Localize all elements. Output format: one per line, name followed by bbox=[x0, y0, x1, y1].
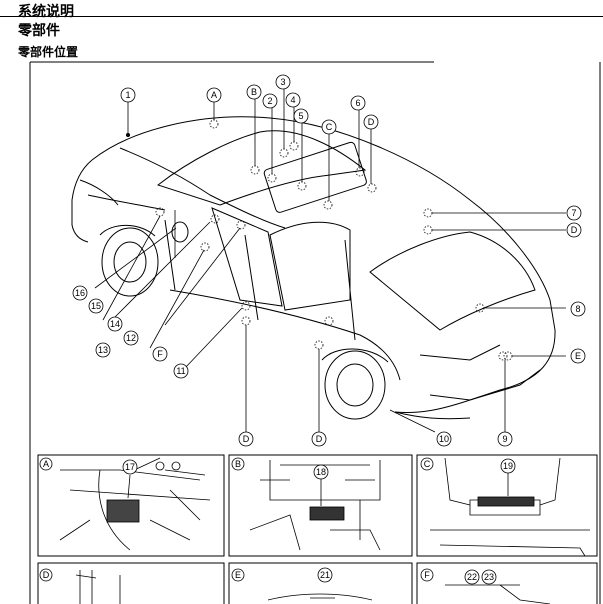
svg-text:D: D bbox=[316, 434, 323, 444]
svg-text:B: B bbox=[251, 87, 257, 97]
panel-tag-e: E bbox=[231, 568, 245, 582]
callout-4: 4 bbox=[285, 92, 301, 108]
svg-text:23: 23 bbox=[484, 572, 494, 582]
svg-text:12: 12 bbox=[126, 333, 136, 343]
callout-13: 13 bbox=[95, 342, 111, 358]
panel-tag-d: D bbox=[39, 568, 53, 582]
svg-text:F: F bbox=[157, 349, 163, 359]
svg-text:A: A bbox=[211, 90, 217, 100]
svg-text:B: B bbox=[235, 459, 241, 469]
callout-9: 9 bbox=[497, 431, 513, 447]
leader-lines bbox=[94, 88, 566, 433]
callout-11: 11 bbox=[173, 363, 189, 379]
svg-text:11: 11 bbox=[176, 366, 185, 376]
svg-text:15: 15 bbox=[91, 301, 101, 311]
callout-16: 16 bbox=[72, 285, 88, 301]
panel-tag-c: C bbox=[420, 457, 434, 471]
detail-def-sketch bbox=[75, 570, 551, 604]
detail-c-sketch bbox=[430, 457, 590, 557]
svg-text:D: D bbox=[571, 225, 578, 235]
callout-22: 22 bbox=[464, 569, 480, 585]
svg-text:D: D bbox=[243, 434, 250, 444]
callout-19: 19 bbox=[500, 458, 516, 474]
callout-7: 7 bbox=[566, 205, 582, 221]
component-markers bbox=[155, 119, 513, 361]
svg-text:E: E bbox=[575, 351, 581, 361]
callout-1: 1 bbox=[120, 87, 136, 103]
svg-text:5: 5 bbox=[298, 111, 303, 121]
callout-18: 18 bbox=[313, 464, 329, 480]
view-letter-d-bottom-1: D bbox=[238, 431, 254, 447]
svg-text:10: 10 bbox=[439, 434, 449, 444]
panel-tag-a: A bbox=[39, 457, 53, 471]
svg-text:D: D bbox=[368, 117, 375, 127]
detail-panels bbox=[37, 454, 598, 604]
svg-text:3: 3 bbox=[280, 77, 285, 87]
detail-b-sketch bbox=[249, 460, 381, 551]
svg-text:14: 14 bbox=[110, 319, 120, 329]
callout-23: 23 bbox=[481, 569, 497, 585]
callout-12: 12 bbox=[123, 330, 139, 346]
callout-21: 21 bbox=[317, 567, 333, 583]
view-letter-e: E bbox=[570, 348, 586, 364]
view-letter-a: A bbox=[206, 87, 222, 103]
svg-text:18: 18 bbox=[316, 467, 326, 477]
svg-text:16: 16 bbox=[75, 288, 85, 298]
svg-text:8: 8 bbox=[575, 304, 580, 314]
svg-text:A: A bbox=[43, 459, 49, 469]
panel-tag-f: F bbox=[420, 568, 434, 582]
panel-tag-b: B bbox=[231, 457, 245, 471]
svg-text:22: 22 bbox=[467, 572, 477, 582]
svg-text:C: C bbox=[424, 459, 431, 469]
callout-15: 15 bbox=[88, 298, 104, 314]
section-title: 零部件位置 bbox=[18, 45, 79, 59]
svg-text:C: C bbox=[326, 122, 333, 132]
diagram-frame bbox=[29, 61, 601, 604]
svg-text:17: 17 bbox=[125, 462, 135, 472]
svg-text:7: 7 bbox=[571, 208, 576, 218]
svg-text:6: 6 bbox=[355, 98, 360, 108]
view-letter-f: F bbox=[152, 346, 168, 362]
view-letter-c: C bbox=[321, 119, 337, 135]
svg-text:E: E bbox=[235, 570, 241, 580]
view-letter-b: B bbox=[246, 84, 262, 100]
car-illustration bbox=[71, 116, 556, 420]
detail-a-sketch bbox=[59, 457, 211, 551]
callout-8: 8 bbox=[570, 301, 586, 317]
svg-text:F: F bbox=[424, 570, 430, 580]
callout-10: 10 bbox=[436, 431, 452, 447]
callout-3: 3 bbox=[275, 74, 291, 90]
callout-14: 14 bbox=[107, 316, 123, 332]
svg-text:D: D bbox=[43, 570, 50, 580]
svg-text:9: 9 bbox=[502, 434, 507, 444]
header-rule bbox=[0, 16, 603, 17]
callout-6: 6 bbox=[350, 95, 366, 111]
svg-text:21: 21 bbox=[320, 570, 330, 580]
svg-text:19: 19 bbox=[503, 461, 513, 471]
view-letter-d-top: D bbox=[363, 114, 379, 130]
callout-2: 2 bbox=[262, 93, 278, 109]
callout-17: 17 bbox=[122, 459, 138, 475]
page-subtitle: 零部件 bbox=[18, 23, 60, 39]
svg-text:13: 13 bbox=[98, 345, 108, 355]
svg-text:2: 2 bbox=[267, 96, 272, 106]
callout-5: 5 bbox=[293, 108, 309, 124]
view-letter-d-right: D bbox=[566, 222, 582, 238]
svg-text:4: 4 bbox=[290, 95, 295, 105]
svg-text:1: 1 bbox=[125, 90, 130, 100]
view-letter-d-bottom-2: D bbox=[311, 431, 327, 447]
